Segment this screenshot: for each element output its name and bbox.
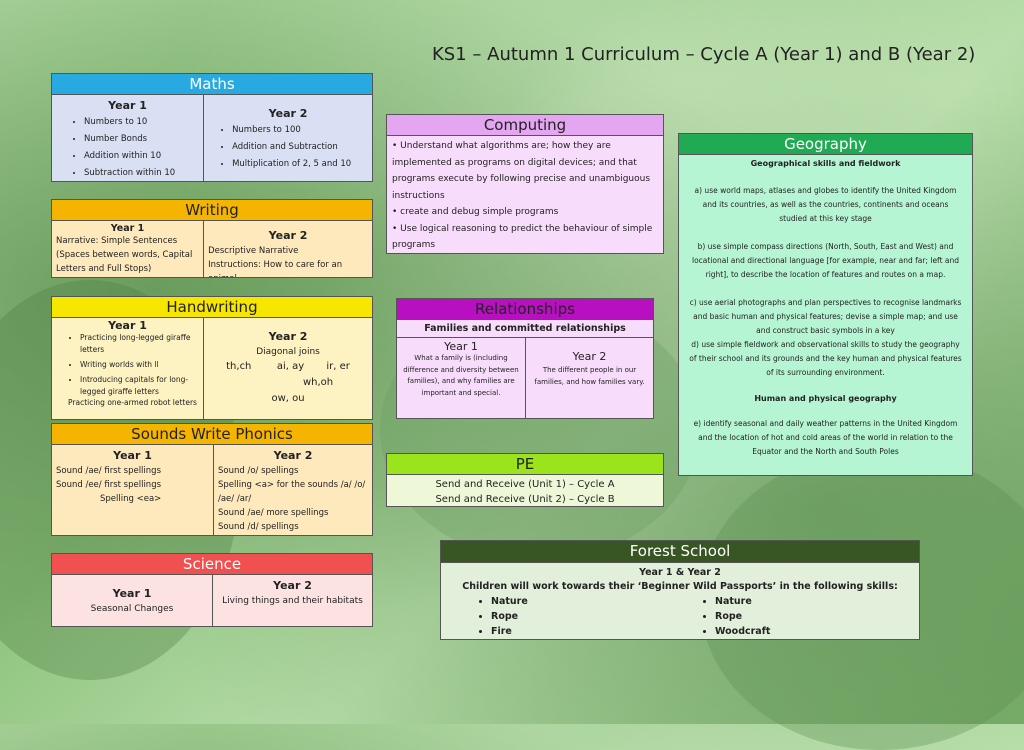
relationships-year2: Year 2 The different people in our famil… <box>525 338 653 418</box>
science-year1: Year 1 Seasonal Changes <box>52 575 212 626</box>
list-item: Nature <box>491 594 680 609</box>
writing-year2-label: Year 2 <box>268 229 308 242</box>
list-item: Multiplication of 2, 5 and 10 <box>232 156 368 173</box>
phonics-year2-line: Spelling <a> for the sounds /a/ /o/ /ae/… <box>217 480 366 504</box>
handwriting-heading: Handwriting <box>52 297 372 318</box>
phonics-panel: Sounds Write Phonics Year 1 Sound /ae/ f… <box>51 423 373 536</box>
geography-item-e: e) identify seasonal and daily weather p… <box>693 419 958 456</box>
list-item: Subtraction within 10 <box>84 165 199 181</box>
relationships-year2-text: The different people in our families, an… <box>534 366 645 386</box>
computing-line: • Use logical reasoning to predict the b… <box>392 223 653 251</box>
handwriting-year2-row3: ow, ou <box>271 393 305 404</box>
phonics-year1-line: Spelling <ea> <box>100 494 162 504</box>
pe-heading: PE <box>387 454 663 475</box>
writing-year1-text: Narrative: Simple Sentences (Spaces betw… <box>56 236 193 274</box>
list-item: Nature <box>715 594 919 609</box>
geography-subheading: Human and physical geography <box>754 394 897 403</box>
geography-item-b: b) use simple compass directions (North,… <box>691 242 960 279</box>
pe-line2: Send and Receive (Unit 2) – Cycle B <box>435 494 615 505</box>
relationships-year1-text: What a family is (including difference a… <box>403 354 519 397</box>
handwriting-year2-sub: Diagonal joins <box>256 347 320 357</box>
phonics-year2-line: Sound /o/ spellings <box>217 466 299 476</box>
computing-line: • Understand what algorithms are; how th… <box>392 141 651 201</box>
writing-heading: Writing <box>52 200 372 221</box>
pe-line1: Send and Receive (Unit 1) – Cycle A <box>435 479 615 490</box>
geography-item-d: d) use simple fieldwork and observationa… <box>689 340 962 377</box>
writing-year2-line2: Instructions: How to care for an animal <box>208 260 343 277</box>
computing-panel: Computing • Understand what algorithms a… <box>386 114 664 254</box>
phonics-year2: Year 2 Sound /o/ spellings Spelling <a> … <box>212 445 372 535</box>
phonics-heading: Sounds Write Phonics <box>52 424 372 445</box>
phonics-year1: Year 1 Sound /ae/ first spellings Sound … <box>52 445 213 535</box>
writing-year1-label: Year 1 <box>110 223 145 234</box>
handwriting-year2-label: Year 2 <box>268 330 308 343</box>
forest-school-intro: Children will work towards their ‘Beginn… <box>462 581 898 592</box>
geography-item-a: a) use world maps, atlases and globes to… <box>694 186 957 223</box>
relationships-heading: Relationships <box>397 299 653 320</box>
science-year1-label: Year 1 <box>112 587 152 600</box>
writing-year1: Year 1 Narrative: Simple Sentences (Spac… <box>52 221 203 277</box>
writing-panel: Writing Year 1 Narrative: Simple Sentenc… <box>51 199 373 278</box>
computing-heading: Computing <box>387 115 663 136</box>
maths-panel: Maths Year 1 Numbers to 10 Number Bonds … <box>51 73 373 182</box>
forest-school-heading: Forest School <box>441 541 919 563</box>
handwriting-panel: Handwriting Year 1 Practicing long-legge… <box>51 296 373 420</box>
list-item: Numbers to 100 <box>232 122 368 139</box>
relationships-year1: Year 1 What a family is (including diffe… <box>397 338 525 418</box>
writing-year2-line1: Descriptive Narrative <box>208 246 299 256</box>
list-item: Addition within 10 <box>84 148 199 165</box>
relationships-year2-label: Year 2 <box>572 350 607 363</box>
science-heading: Science <box>52 554 372 575</box>
handwriting-year1: Year 1 Practicing long-legged giraffe le… <box>52 318 203 419</box>
science-year2-label: Year 2 <box>273 579 312 592</box>
phonics-year1-line: Sound /ae/ first spellings <box>56 466 161 476</box>
relationships-year1-label: Year 1 <box>444 340 478 353</box>
maths-year2: Year 2 Numbers to 100 Addition and Subtr… <box>203 95 372 181</box>
geography-subheading: Geographical skills and fieldwork <box>750 159 901 168</box>
maths-year1-label: Year 1 <box>108 99 147 112</box>
list-item: Fire <box>491 624 680 639</box>
phonics-year2-label: Year 2 <box>273 449 313 462</box>
handwriting-year2-row2: wh,oh <box>302 377 334 388</box>
maths-heading: Maths <box>52 74 372 95</box>
handwriting-year1-label: Year 1 <box>108 319 147 332</box>
phonics-year1-label: Year 1 <box>113 449 152 462</box>
list-item: Introducing capitals for long-legged gir… <box>80 374 201 398</box>
geography-heading: Geography <box>679 134 972 155</box>
list-item: Rope <box>491 609 680 624</box>
list-item: Rope <box>715 609 919 624</box>
handwriting-year2: Year 2 Diagonal joins th,ch ai, ay ir, e… <box>203 318 372 419</box>
list-item: Writing worlds with ll <box>80 359 201 371</box>
list-item: Practicing long-legged giraffe letters <box>80 332 201 356</box>
pe-panel: PE Send and Receive (Unit 1) – Cycle A S… <box>386 453 664 507</box>
handwriting-year1-extra: Practicing one-armed robot letters <box>68 398 197 407</box>
maths-year2-label: Year 2 <box>268 107 308 120</box>
page-title: KS1 – Autumn 1 Curriculum – Cycle A (Yea… <box>432 44 976 65</box>
maths-year1: Year 1 Numbers to 10 Number Bonds Additi… <box>52 95 203 181</box>
writing-year2: Year 2 Descriptive Narrative Instruction… <box>203 221 372 277</box>
science-year2: Year 2 Living things and their habitats <box>212 575 372 626</box>
list-item: Number Bonds <box>84 131 199 148</box>
geography-item-c: c) use aerial photographs and plan persp… <box>689 298 962 335</box>
handwriting-year2-row1: th,ch ai, ay ir, er <box>226 361 350 372</box>
science-year2-text: Living things and their habitats <box>222 596 363 606</box>
phonics-year2-line: Sound /ae/ more spellings <box>217 508 329 518</box>
science-panel: Science Year 1 Seasonal Changes Year 2 L… <box>51 553 373 627</box>
geography-panel: Geography Geographical skills and fieldw… <box>678 133 973 476</box>
science-year1-text: Seasonal Changes <box>90 604 174 614</box>
phonics-year2-line: Sound /d/ spellings <box>217 522 299 532</box>
forest-school-years: Year 1 & Year 2 <box>639 567 721 578</box>
list-item: Woodcraft <box>715 624 919 639</box>
phonics-year1-line: Sound /ee/ first spellings <box>56 480 162 490</box>
list-item: Numbers to 10 <box>84 114 199 131</box>
list-item: Addition and Subtraction <box>232 139 368 156</box>
forest-school-panel: Forest School Year 1 & Year 2 Children w… <box>440 540 920 640</box>
computing-line: • create and debug simple programs <box>392 207 559 217</box>
relationships-subheading: Families and committed relationships <box>397 320 653 338</box>
relationships-panel: Relationships Families and committed rel… <box>396 298 654 419</box>
